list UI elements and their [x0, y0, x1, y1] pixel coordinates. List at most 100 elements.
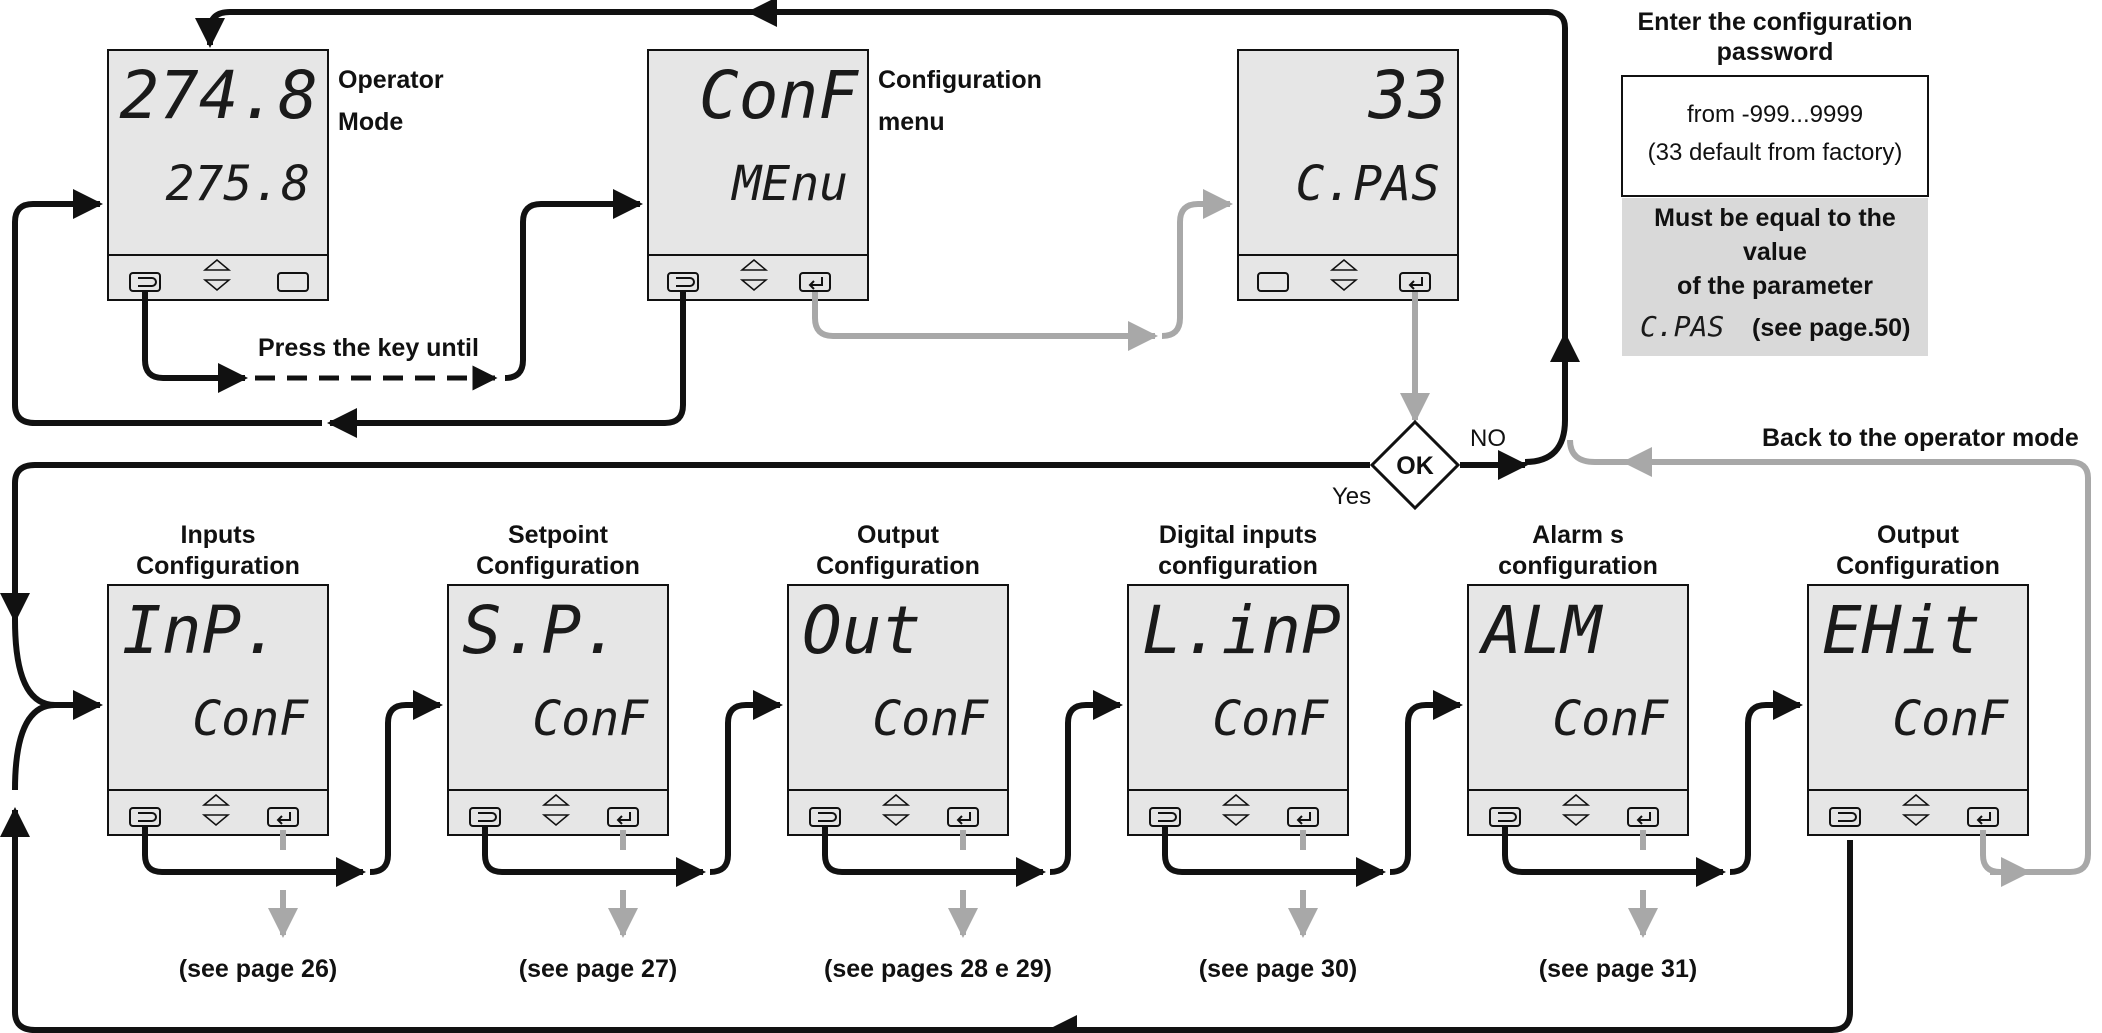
to-next-module-arrow	[369, 690, 443, 875]
back-to-operator-label: Back to the operator mode	[1762, 424, 2079, 452]
param-page-ref: (see page.50)	[1752, 314, 1910, 342]
loop-to-operator-arrow	[195, 9, 1568, 465]
enter-key-icon[interactable]	[1399, 272, 1431, 292]
operator-down-arrow	[142, 292, 248, 393]
module-title-2: Configuration	[816, 552, 980, 580]
enter-key-icon[interactable]	[1967, 807, 1999, 827]
password-panel-title-1: Enter the configuration	[1638, 8, 1913, 36]
cycle-key-icon[interactable]	[129, 272, 161, 292]
module-title-2: Configuration	[476, 552, 640, 580]
module-page-ref: (see pages 28 e 29)	[824, 955, 1052, 983]
cycle-next-arrow	[822, 827, 1046, 887]
enter-key-icon[interactable]	[267, 807, 299, 827]
module-display-bottom: ConF	[1892, 691, 2009, 747]
config-menu-device: ConF MEnu	[647, 49, 869, 301]
to-next-module-arrow	[1389, 690, 1463, 875]
module-title-2: configuration	[1498, 552, 1658, 580]
password-panel-title-2: password	[1717, 38, 1834, 66]
cycle-key-icon[interactable]	[809, 807, 841, 827]
up-down-arrows-icon[interactable]	[201, 794, 231, 826]
module-display-top: ALM	[1478, 592, 1603, 669]
up-down-arrows-icon[interactable]	[1221, 794, 1251, 826]
press-key-note: Press the key until	[258, 334, 479, 362]
module-page-ref: (see page 26)	[179, 955, 337, 983]
module-display-top: S.P.	[462, 592, 621, 669]
cycle-key-icon[interactable]	[469, 807, 501, 827]
module-page-ref: (see page 31)	[1539, 955, 1697, 983]
config-menu-label-line1: Configuration	[878, 66, 1042, 94]
exit-enter-arrow	[1980, 830, 2031, 887]
must-equal-line3: of the parameter	[1677, 272, 1873, 300]
to-config-menu-arrow	[504, 189, 643, 381]
module-display-bottom: ConF	[872, 691, 989, 747]
up-down-arrows-icon[interactable]	[881, 794, 911, 826]
module-title-1: Inputs	[181, 521, 256, 549]
module-title-2: Configuration	[1836, 552, 2000, 580]
cycle-next-arrow	[142, 827, 366, 887]
operator-label-line1: Operator	[338, 66, 444, 94]
operator-display-top: 274.8	[119, 57, 318, 134]
to-next-module-arrow	[1729, 690, 1803, 875]
blank-key-icon[interactable]	[277, 272, 309, 292]
up-down-arrows-icon[interactable]	[541, 794, 571, 826]
cycle-key-icon[interactable]	[129, 807, 161, 827]
module-title-1: Setpoint	[508, 521, 609, 549]
module-device: Digital inputsconfigurationL.inPConF(see…	[1127, 521, 1463, 983]
loop-merge-curve	[12, 702, 56, 791]
must-equal-line2: value	[1743, 238, 1807, 266]
cycle-next-arrow	[482, 827, 706, 887]
blank-key-icon[interactable]	[1257, 272, 1289, 292]
module-page-ref: (see page 27)	[519, 955, 677, 983]
up-down-arrows-icon[interactable]	[1561, 794, 1591, 826]
up-down-arrows-icon[interactable]	[202, 259, 232, 291]
enter-to-password-arrow-2	[1161, 189, 1233, 339]
module-display-bottom: ConF	[192, 691, 309, 747]
enter-key-icon[interactable]	[607, 807, 639, 827]
module-title-2: configuration	[1158, 552, 1318, 580]
enter-key-icon[interactable]	[947, 807, 979, 827]
back-to-operator-arrow	[12, 189, 322, 426]
cycle-key-icon[interactable]	[1489, 807, 1521, 827]
up-down-arrows-icon[interactable]	[1329, 259, 1359, 291]
to-next-module-arrow	[1049, 690, 1123, 875]
into-inputs-arrow	[12, 619, 103, 720]
cycle-next-arrow	[1162, 827, 1386, 887]
module-display-bottom: ConF	[1212, 691, 1329, 747]
module-title-2: Configuration	[136, 552, 300, 580]
no-label: NO	[1470, 425, 1506, 452]
must-equal-line1: Must be equal to the	[1654, 204, 1896, 232]
password-display-bottom: C.PAS	[1296, 156, 1441, 212]
cycle-key-icon[interactable]	[1829, 807, 1861, 827]
enter-to-password-arrow	[812, 292, 1158, 351]
enter-key-icon[interactable]	[1287, 807, 1319, 827]
operator-display-bottom: 275.8	[166, 156, 311, 212]
config-menu-display-bottom: MEnu	[730, 156, 848, 212]
module-display-bottom: ConF	[1552, 691, 1669, 747]
password-panel: Enter the configuration password from -9…	[1621, 8, 1929, 356]
enter-key-icon[interactable]	[799, 272, 831, 292]
module-display-bottom: ConF	[532, 691, 649, 747]
module-title-1: Digital inputs	[1159, 521, 1317, 549]
enter-key-icon[interactable]	[1627, 807, 1659, 827]
to-next-module-arrow	[709, 690, 783, 875]
cycle-key-icon[interactable]	[667, 272, 699, 292]
yes-label: Yes	[1332, 483, 1371, 510]
module-display-top: Out	[802, 592, 921, 669]
up-down-arrows-icon[interactable]	[739, 259, 769, 291]
password-device: 33 C.PAS	[1237, 49, 1459, 301]
ok-decision: OK	[1369, 419, 1461, 511]
config-back-arrow	[327, 292, 686, 438]
password-default: (33 default from factory)	[1648, 139, 1903, 166]
yes-branch-arrow	[0, 462, 1370, 623]
config-menu-label-line2: menu	[878, 108, 945, 136]
module-title-1: Alarm s	[1532, 521, 1624, 549]
cycle-key-icon[interactable]	[1149, 807, 1181, 827]
module-title-1: Output	[1877, 521, 1960, 549]
password-range: from -999...9999	[1687, 101, 1863, 128]
up-down-arrows-icon[interactable]	[1901, 794, 1931, 826]
